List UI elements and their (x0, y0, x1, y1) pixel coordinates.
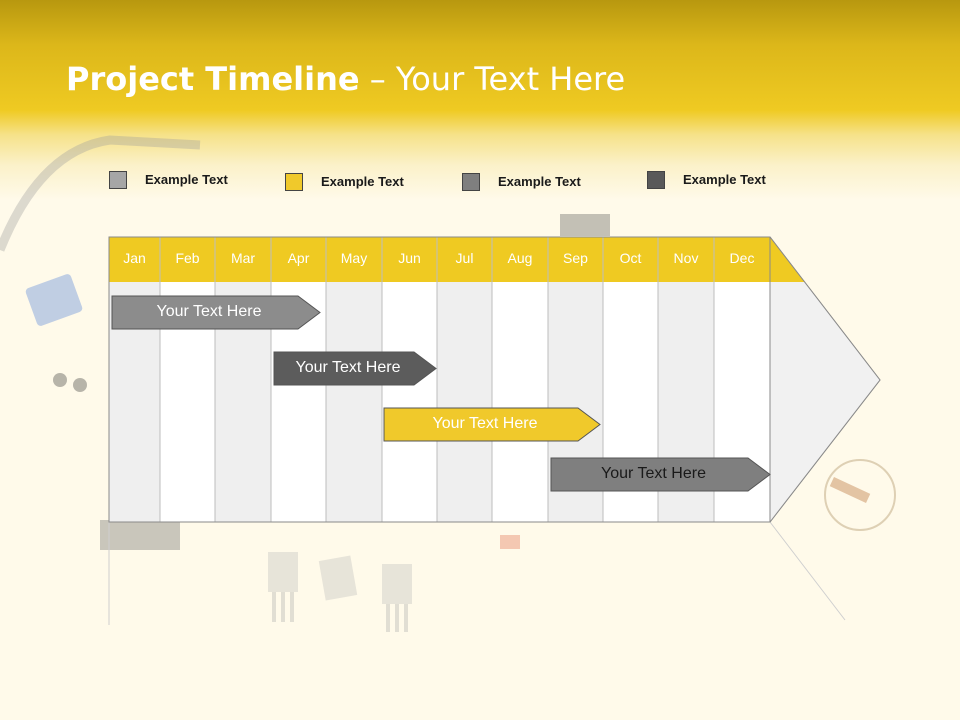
month-label-oct: Oct (619, 250, 642, 266)
month-column-shade (437, 282, 492, 522)
month-label-jul: Jul (455, 250, 474, 266)
month-label-apr: Apr (287, 250, 310, 266)
legend-swatch (285, 173, 303, 191)
month-label-dec: Dec (729, 250, 755, 266)
task-bar-4[interactable] (550, 457, 771, 492)
timeline-arrow-head (770, 282, 880, 522)
month-label-jan: Jan (123, 250, 146, 266)
month-header-row (109, 237, 770, 282)
legend-swatch (647, 171, 665, 189)
legend-swatch (462, 173, 480, 191)
task-label: Your Text Here (601, 465, 706, 482)
task-bar-1[interactable] (111, 295, 321, 330)
legend-label: Example Text (498, 174, 581, 189)
task-bar-3[interactable] (383, 407, 601, 442)
month-column-shade (326, 282, 382, 522)
timeline-reflection-right (769, 521, 846, 621)
month-label-aug: Aug (507, 250, 533, 266)
legend-label: Example Text (321, 174, 404, 189)
title-bold: Project Timeline (66, 60, 360, 98)
task-label: Your Text Here (295, 359, 401, 376)
title-rest: – Your Text Here (359, 60, 626, 98)
legend-swatch (109, 171, 127, 189)
task-label: Your Text Here (432, 415, 538, 432)
task-label: Your Text Here (156, 303, 262, 320)
month-label-sep: Sep (563, 250, 588, 266)
month-label-nov: Nov (673, 250, 699, 266)
task-bar-2[interactable] (273, 351, 437, 386)
header-band (0, 0, 960, 200)
legend-label: Example Text (145, 172, 228, 187)
month-label-may: May (340, 250, 368, 266)
month-label-feb: Feb (175, 250, 200, 266)
page-title: Project Timeline – Your Text Here (66, 60, 625, 98)
legend-label: Example Text (683, 172, 766, 187)
timeline-outline (108, 236, 881, 523)
month-label-mar: Mar (230, 250, 256, 266)
month-label-jun: Jun (398, 250, 421, 266)
